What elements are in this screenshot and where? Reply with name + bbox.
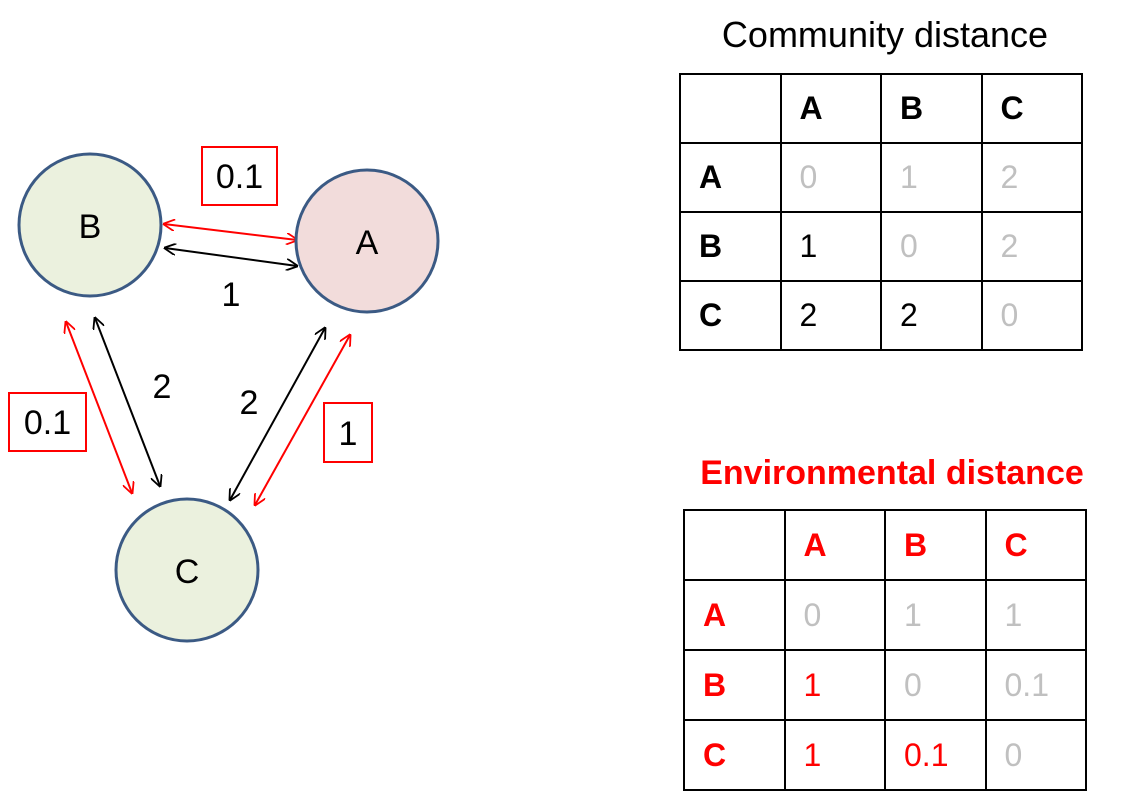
table-cell: 0 — [884, 649, 987, 721]
environmental-edge-b-a-box — [201, 146, 278, 206]
column-header-b: B — [884, 509, 987, 581]
table-cell: 0.1 — [884, 719, 987, 791]
table-cell: 1 — [880, 142, 983, 213]
row-header-b: B — [679, 211, 782, 282]
community-edge-b-c — [95, 318, 160, 486]
environmental-edge-b-a — [164, 224, 297, 240]
column-header-c: C — [984, 509, 1087, 581]
environmental-edge-a-c — [255, 335, 350, 505]
row-header-b: B — [683, 649, 786, 721]
row-header-a: A — [683, 579, 786, 651]
community-distance-title: Community distance — [721, 14, 1049, 55]
table-cell: 0 — [984, 719, 1087, 791]
column-header-a: A — [783, 509, 886, 581]
table-cell: 2 — [980, 211, 1083, 282]
community-edge-a-c-label: 2 — [240, 384, 259, 422]
table-cell: 1 — [779, 211, 882, 282]
table-cell: 1 — [884, 579, 987, 651]
table-header-row: A B C — [679, 73, 1083, 144]
table-cell: 1 — [783, 719, 886, 791]
table-row: A 0 1 1 — [683, 579, 1087, 651]
node-a-label: A — [356, 224, 379, 262]
column-header-a: A — [779, 73, 882, 144]
community-edge-b-a — [165, 248, 297, 266]
community-edge-b-c-label: 2 — [153, 368, 172, 406]
table-cell: 0 — [779, 142, 882, 213]
table-cell: 0 — [980, 280, 1083, 351]
environmental-edge-b-c-box — [8, 392, 87, 452]
node-a-circle — [294, 168, 440, 314]
column-header-b: B — [880, 73, 983, 144]
node-b-circle — [17, 152, 163, 298]
environmental-distance-title: Environmental distance — [700, 454, 1084, 492]
node-b-label: B — [79, 208, 102, 246]
table-cell: 0.1 — [984, 649, 1087, 721]
table-row: C 2 2 0 — [679, 280, 1083, 351]
table-header-row: A B C — [683, 509, 1087, 581]
environmental-distance-table: A B C A 0 1 1 B 1 0 0.1 C 1 0.1 0 — [683, 509, 1087, 791]
environmental-edge-b-c-label: 0.1 — [24, 404, 71, 442]
table-cell: 2 — [880, 280, 983, 351]
table-cell: 2 — [779, 280, 882, 351]
row-header-c: C — [683, 719, 786, 791]
row-header-a: A — [679, 142, 782, 213]
table-row: B 1 0 2 — [679, 211, 1083, 282]
table-row: A 0 1 2 — [679, 142, 1083, 213]
community-distance-table: A B C A 0 1 2 B 1 0 2 C 2 2 0 — [679, 73, 1083, 351]
network-diagram: B A C 1 2 2 0.1 0.1 1 — [8, 146, 440, 643]
community-edge-b-a-label: 1 — [222, 276, 241, 314]
table-corner-cell — [679, 73, 782, 144]
environmental-edge-a-c-label: 1 — [339, 415, 358, 453]
table-cell: 1 — [984, 579, 1087, 651]
environmental-edge-b-c — [66, 322, 132, 493]
node-c-label: C — [175, 553, 200, 591]
column-header-c: C — [980, 73, 1083, 144]
environmental-edge-b-a-label: 0.1 — [216, 158, 263, 196]
row-header-c: C — [679, 280, 782, 351]
environmental-edge-a-c-box — [323, 402, 373, 463]
table-cell: 2 — [980, 142, 1083, 213]
node-c-circle — [114, 497, 260, 643]
table-cell: 1 — [783, 649, 886, 721]
table-row: B 1 0 0.1 — [683, 649, 1087, 721]
table-row: C 1 0.1 0 — [683, 719, 1087, 791]
table-cell: 0 — [880, 211, 983, 282]
table-cell: 0 — [783, 579, 886, 651]
table-corner-cell — [683, 509, 786, 581]
